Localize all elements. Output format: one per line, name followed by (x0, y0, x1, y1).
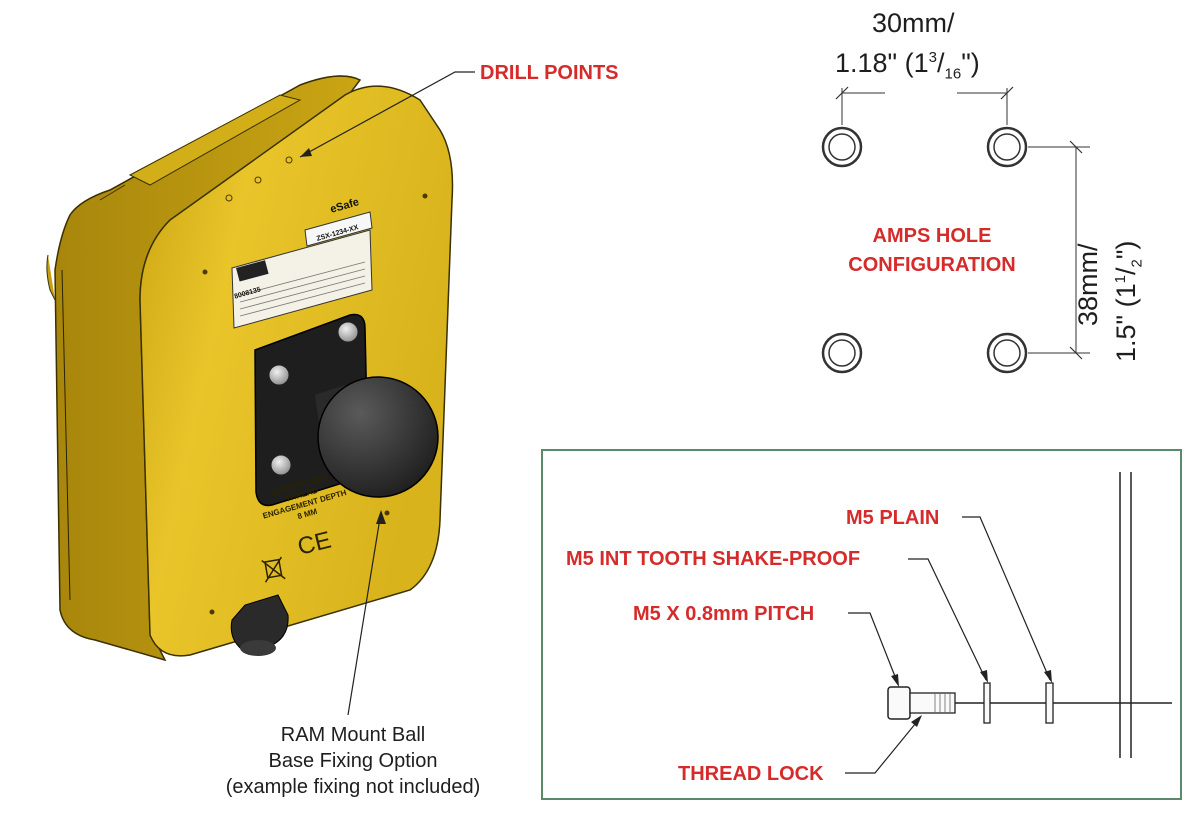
amps-hole (821, 126, 863, 168)
ram-mount-caption: RAM Mount Ball Base Fixing Option (examp… (208, 722, 498, 800)
plain-washer (1045, 682, 1054, 724)
amps-line: CONFIGURATION (848, 254, 1016, 276)
dim-sup: 3 (928, 49, 937, 66)
product-label (231, 229, 373, 329)
dim-text: ") (961, 48, 980, 78)
caption-line: Base Fixing Option (268, 750, 438, 772)
horizontal-dimension-line1: 30mm/ (872, 8, 955, 38)
caption-line: RAM Mount Ball (280, 724, 426, 746)
fixing-detail-panel (541, 449, 1182, 800)
amps-hole (986, 332, 1028, 374)
amps-config-label: AMPS HOLE CONFIGURATION (836, 222, 1028, 280)
drill-points-label: DRILL POINTS (480, 62, 619, 84)
m5-pitch-label: M5 X 0.8mm PITCH (633, 603, 815, 625)
amps-hole (821, 332, 863, 374)
screw-head (887, 686, 911, 720)
amps-line: AMPS HOLE (872, 225, 992, 247)
dim-text: 1.18" (1 (835, 48, 929, 78)
caption-line: (example fixing not included) (225, 776, 481, 798)
dim-sub: 16 (944, 65, 962, 83)
dim-slash: / (937, 48, 945, 78)
thread-lock-label: THREAD LOCK (678, 763, 824, 785)
horizontal-dimension-line2: 1.18" (13/16") (835, 48, 980, 82)
ram-ball (317, 376, 439, 498)
m5-int-tooth-label: M5 INT TOOTH SHAKE-PROOF (566, 548, 861, 570)
m5-plain-label: M5 PLAIN (846, 507, 940, 529)
shake-proof-washer (983, 682, 991, 724)
amps-hole (986, 126, 1028, 168)
